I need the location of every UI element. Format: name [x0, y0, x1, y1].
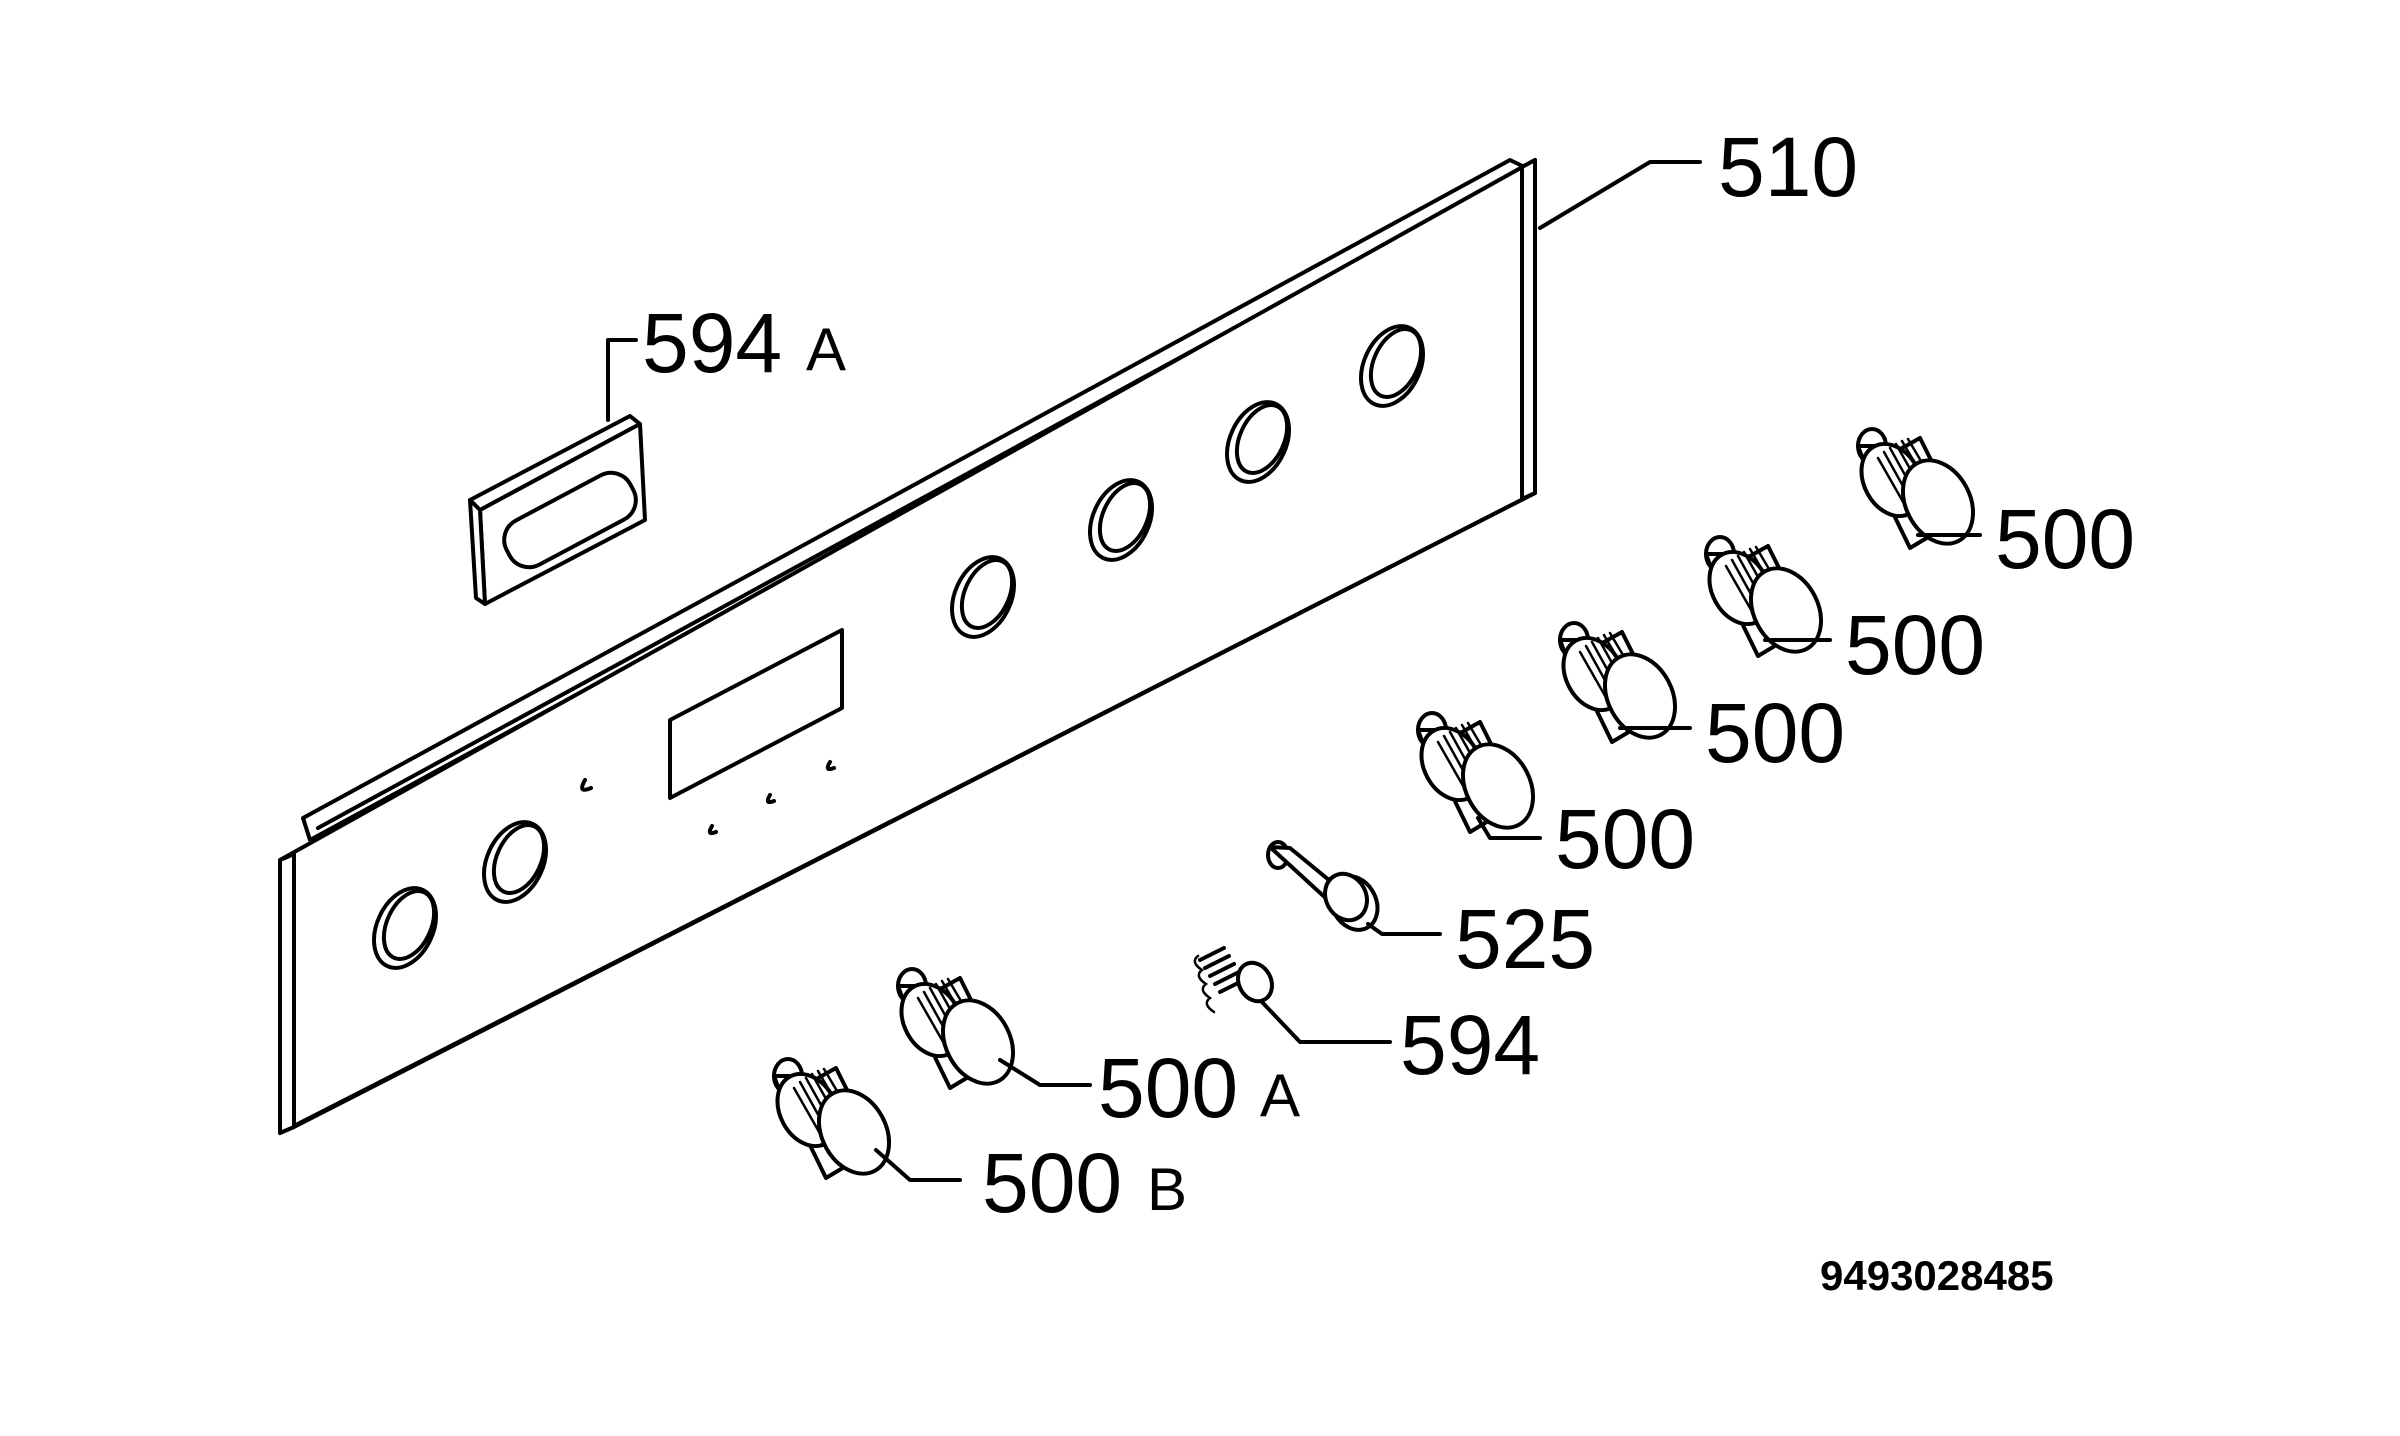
label-510: 510: [1718, 120, 1858, 214]
indicator-mark: [580, 778, 593, 792]
indicator-mark: [707, 824, 718, 836]
indicator-mark: [765, 793, 776, 805]
label-500: 500: [1555, 792, 1695, 886]
knob-hole-group: [372, 324, 1425, 970]
label-suffix-a: A: [1260, 1062, 1300, 1129]
bracket-594a: [468, 414, 647, 606]
label-500: 500: [1705, 686, 1845, 780]
knob-500a: [887, 967, 1029, 1098]
label-suffix-b: B: [1147, 1156, 1187, 1223]
label-suffix-a: A: [806, 316, 846, 383]
label-500: 500: [1995, 492, 2135, 586]
pin-525: [1266, 840, 1380, 932]
part-labels: 510 594 A 500 500 500 500 525 594 500 A …: [642, 120, 2135, 1230]
knob-500: [1549, 621, 1691, 752]
spring-594: [1193, 946, 1274, 1014]
display-window: [668, 628, 844, 800]
label-500b: 500: [982, 1136, 1122, 1230]
label-500a: 500: [1098, 1041, 1238, 1135]
label-500: 500: [1845, 598, 1985, 692]
label-594: 594: [1400, 998, 1540, 1092]
control-panel-510: [278, 158, 1537, 1135]
leader-lines: [606, 160, 1982, 1182]
indicator-mark: [825, 760, 836, 772]
knob-500: [1695, 535, 1837, 666]
knob-500b: [763, 1057, 905, 1188]
drawing-number: 9493028485: [1820, 1252, 2054, 1299]
label-594: 594: [642, 296, 782, 390]
label-525: 525: [1455, 892, 1595, 986]
